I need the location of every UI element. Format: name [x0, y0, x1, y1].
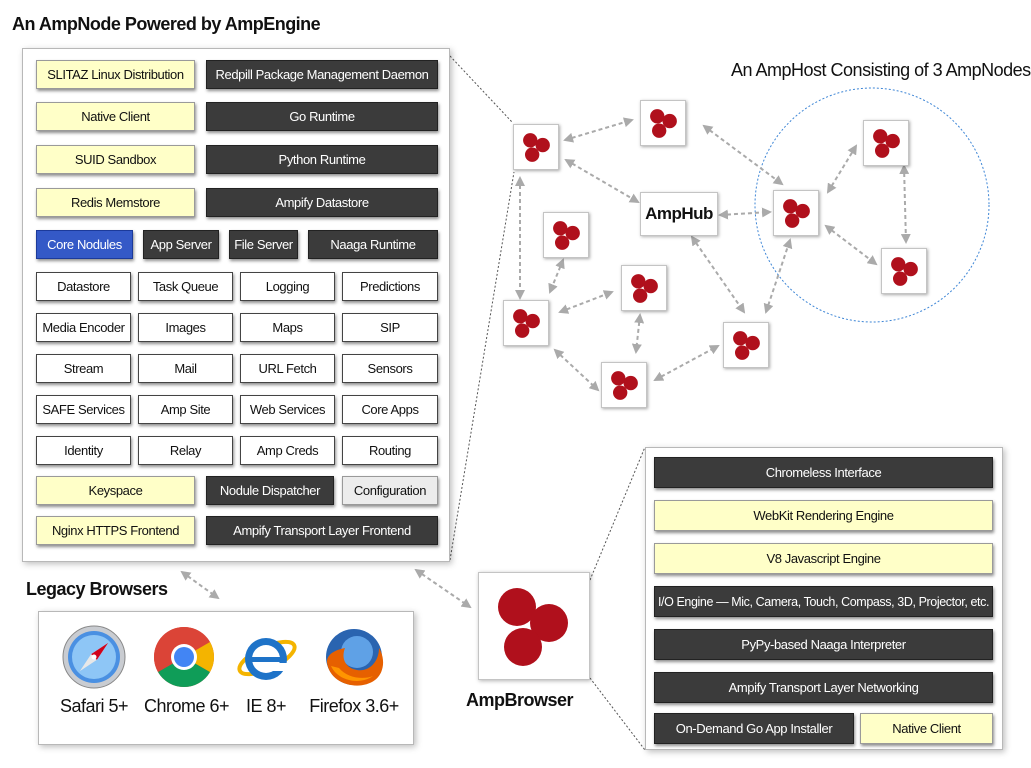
zoom-line-top [449, 55, 513, 123]
engine-logging: Logging [240, 272, 335, 301]
engine-web-services: Web Services [240, 395, 335, 424]
engine-media-encoder: Media Encoder [36, 313, 131, 342]
engine-app-server: App Server [143, 230, 219, 259]
ampnode-icon [723, 322, 769, 368]
browser-ie: IE 8+ [226, 622, 306, 717]
engine-naaga-runtime: Naaga Runtime [308, 230, 438, 259]
engine-sip: SIP [342, 313, 438, 342]
engine-suid-sandbox: SUID Sandbox [36, 145, 195, 174]
engine-file-server: File Server [229, 230, 298, 259]
engine-redpill: Redpill Package Management Daemon [206, 60, 438, 89]
amphub-node: AmpHub [640, 192, 718, 236]
ampnode-title: An AmpNode Powered by AmpEngine [12, 14, 321, 34]
engine-nodule-dispatcher: Nodule Dispatcher [206, 476, 334, 505]
engine-keyspace: Keyspace [36, 476, 195, 505]
engine-amp-creds: Amp Creds [240, 436, 335, 465]
ampnode-icon [863, 120, 909, 166]
legacy-browsers-title: Legacy Browsers [26, 579, 168, 599]
engine-go-runtime: Go Runtime [206, 102, 438, 131]
stack-webkit-engine: WebKit Rendering Engine [654, 500, 993, 531]
ampnode-icon [881, 248, 927, 294]
engine-nginx-frontend: Nginx HTTPS Frontend [36, 516, 195, 545]
browser-safari: Safari 5+ [54, 622, 134, 717]
stack-go-app-installer: On-Demand Go App Installer [654, 713, 854, 744]
engine-mail: Mail [138, 354, 233, 383]
engine-url-fetch: URL Fetch [240, 354, 335, 383]
ampnode-icon [503, 300, 549, 346]
browser-firefox: Firefox 3.6+ [308, 622, 400, 717]
engine-redis-memstore: Redis Memstore [36, 188, 195, 217]
ie-icon [237, 638, 297, 680]
browser-chrome: Chrome 6+ [144, 622, 230, 717]
engine-amp-site: Amp Site [138, 395, 233, 424]
engine-native-client: Native Client [36, 102, 195, 131]
stack-io-engine: I/O Engine — Mic, Camera, Touch, Compass… [654, 586, 993, 617]
engine-maps: Maps [240, 313, 335, 342]
safari-icon [62, 625, 126, 689]
engine-identity: Identity [36, 436, 131, 465]
chrome-icon [153, 627, 215, 688]
amphost-circle [754, 87, 990, 323]
ampnode-icon [543, 212, 589, 258]
engine-datastore: Datastore [36, 272, 131, 301]
ampbrowser-title: AmpBrowser [466, 690, 574, 710]
ampnode-icon [773, 190, 819, 236]
firefox-icon [326, 629, 384, 686]
engine-images: Images [138, 313, 233, 342]
ampnode-icon [621, 265, 667, 311]
stack-transport-networking: Ampify Transport Layer Networking [654, 672, 993, 703]
stack-pypy-interpreter: PyPy-based Naaga Interpreter [654, 629, 993, 660]
ampnode-icon [640, 100, 686, 146]
network-arrows [180, 117, 911, 609]
engine-transport-frontend: Ampify Transport Layer Frontend [206, 516, 438, 545]
zoom-line-browser-bottom [589, 677, 646, 751]
browser-label: Safari 5+ [59, 696, 129, 716]
engine-ampify-datastore: Ampify Datastore [206, 188, 438, 217]
amphost-title: An AmpHost Consisting of 3 AmpNodes [731, 60, 1031, 80]
engine-sensors: Sensors [342, 354, 438, 383]
engine-core-apps: Core Apps [342, 395, 438, 424]
ampnode-icon [513, 124, 559, 170]
zoom-line-bottom [449, 171, 515, 561]
browser-label: Chrome 6+ [144, 696, 230, 716]
engine-configuration: Configuration [342, 476, 438, 505]
ampbrowser-icon [478, 572, 590, 680]
stack-chromeless-interface: Chromeless Interface [654, 457, 993, 488]
zoom-line-browser-top [589, 446, 646, 581]
engine-core-nodules: Core Nodules [36, 230, 133, 259]
engine-slitaz: SLITAZ Linux Distribution [36, 60, 195, 89]
ampnode-icon [601, 362, 647, 408]
engine-routing: Routing [342, 436, 438, 465]
engine-python-runtime: Python Runtime [206, 145, 438, 174]
engine-predictions: Predictions [342, 272, 438, 301]
engine-relay: Relay [138, 436, 233, 465]
engine-safe-services: SAFE Services [36, 395, 131, 424]
engine-stream: Stream [36, 354, 131, 383]
stack-v8-engine: V8 Javascript Engine [654, 543, 993, 574]
stack-native-client: Native Client [860, 713, 993, 744]
engine-task-queue: Task Queue [138, 272, 233, 301]
browser-label: IE 8+ [245, 696, 287, 716]
browser-label: Firefox 3.6+ [309, 696, 399, 716]
